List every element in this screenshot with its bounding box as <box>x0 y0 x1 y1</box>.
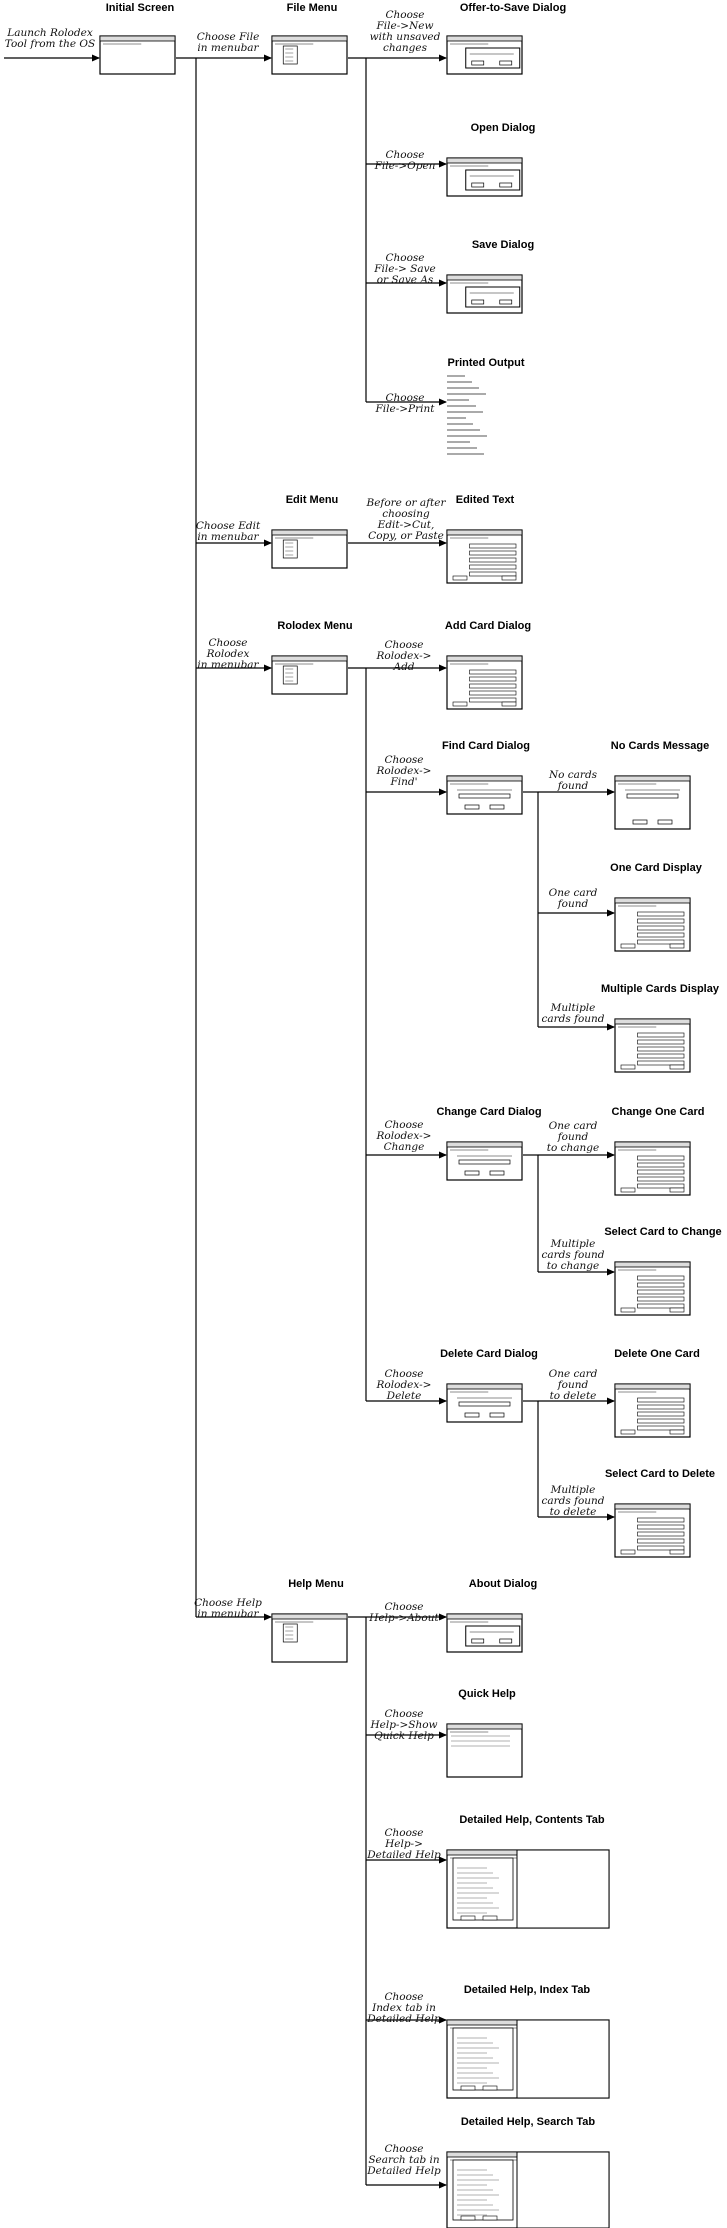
thumb-offer-save <box>446 35 523 75</box>
title-save-dialog: Save Dialog <box>472 239 534 251</box>
thumb-help-menu <box>271 1613 348 1663</box>
title-edited-text: Edited Text <box>456 494 515 506</box>
thumb-rolodex-menu <box>271 655 348 695</box>
title-multi-cards-display: Multiple Cards Display <box>601 983 720 995</box>
title-select-delete: Select Card to Delete <box>605 1468 715 1480</box>
title-one-card-display: One Card Display <box>610 862 703 874</box>
title-printed-output: Printed Output <box>448 357 525 369</box>
connector-lines <box>195 57 539 2185</box>
title-help-menu: Help Menu <box>288 1578 344 1590</box>
thumb-help-contents <box>446 1849 610 1929</box>
title-help-index: Detailed Help, Index Tab <box>464 1984 591 1996</box>
title-file-menu: File Menu <box>287 2 338 14</box>
thumb-find-card <box>446 775 523 815</box>
thumb-no-cards <box>614 775 691 830</box>
screen-titles: Initial Screen File Menu Offer-to-Save Dia… <box>106 2 722 2128</box>
thumb-printed-output <box>447 375 487 455</box>
thumb-about <box>446 1613 523 1653</box>
title-add-card: Add Card Dialog <box>445 620 531 632</box>
thumb-change-card <box>446 1141 523 1181</box>
title-offer-save: Offer-to-Save Dialog <box>460 2 566 14</box>
title-help-contents: Detailed Help, Contents Tab <box>459 1814 605 1826</box>
title-open-dialog: Open Dialog <box>471 122 536 134</box>
thumb-initial <box>99 35 176 75</box>
flow-arrows <box>4 54 615 2189</box>
thumb-add-card <box>446 655 523 710</box>
thumb-select-delete <box>614 1503 691 1558</box>
thumb-file-menu <box>271 35 348 75</box>
title-change-one: Change One Card <box>612 1106 705 1118</box>
title-no-cards: No Cards Message <box>611 740 709 752</box>
title-select-change: Select Card to Change <box>604 1226 721 1238</box>
title-help-search: Detailed Help, Search Tab <box>461 2116 596 2128</box>
thumb-save-dialog <box>446 274 523 314</box>
title-delete-card: Delete Card Dialog <box>440 1348 538 1360</box>
title-quick-help: Quick Help <box>458 1688 516 1700</box>
thumb-change-one <box>614 1141 691 1196</box>
thumb-delete-card <box>446 1383 523 1423</box>
title-initial: Initial Screen <box>106 2 175 14</box>
thumb-help-search <box>446 2151 610 2228</box>
title-edit-menu: Edit Menu <box>286 494 339 506</box>
thumb-delete-one <box>614 1383 691 1438</box>
thumb-one-card-display <box>614 897 691 952</box>
thumb-edited-text <box>446 529 523 584</box>
thumb-open-dialog <box>446 157 523 197</box>
title-find-card: Find Card Dialog <box>442 740 530 752</box>
thumb-edit-menu <box>271 529 348 569</box>
thumb-multi-cards-display <box>614 1018 691 1073</box>
thumb-select-change <box>614 1261 691 1316</box>
screen-thumbnails <box>99 35 691 2228</box>
thumb-quick-help <box>446 1723 523 1778</box>
title-about: About Dialog <box>469 1578 537 1590</box>
title-rolodex-menu: Rolodex Menu <box>277 620 352 632</box>
thumb-help-index <box>446 2019 610 2099</box>
title-change-card: Change Card Dialog <box>436 1106 541 1118</box>
title-delete-one: Delete One Card <box>614 1348 700 1360</box>
